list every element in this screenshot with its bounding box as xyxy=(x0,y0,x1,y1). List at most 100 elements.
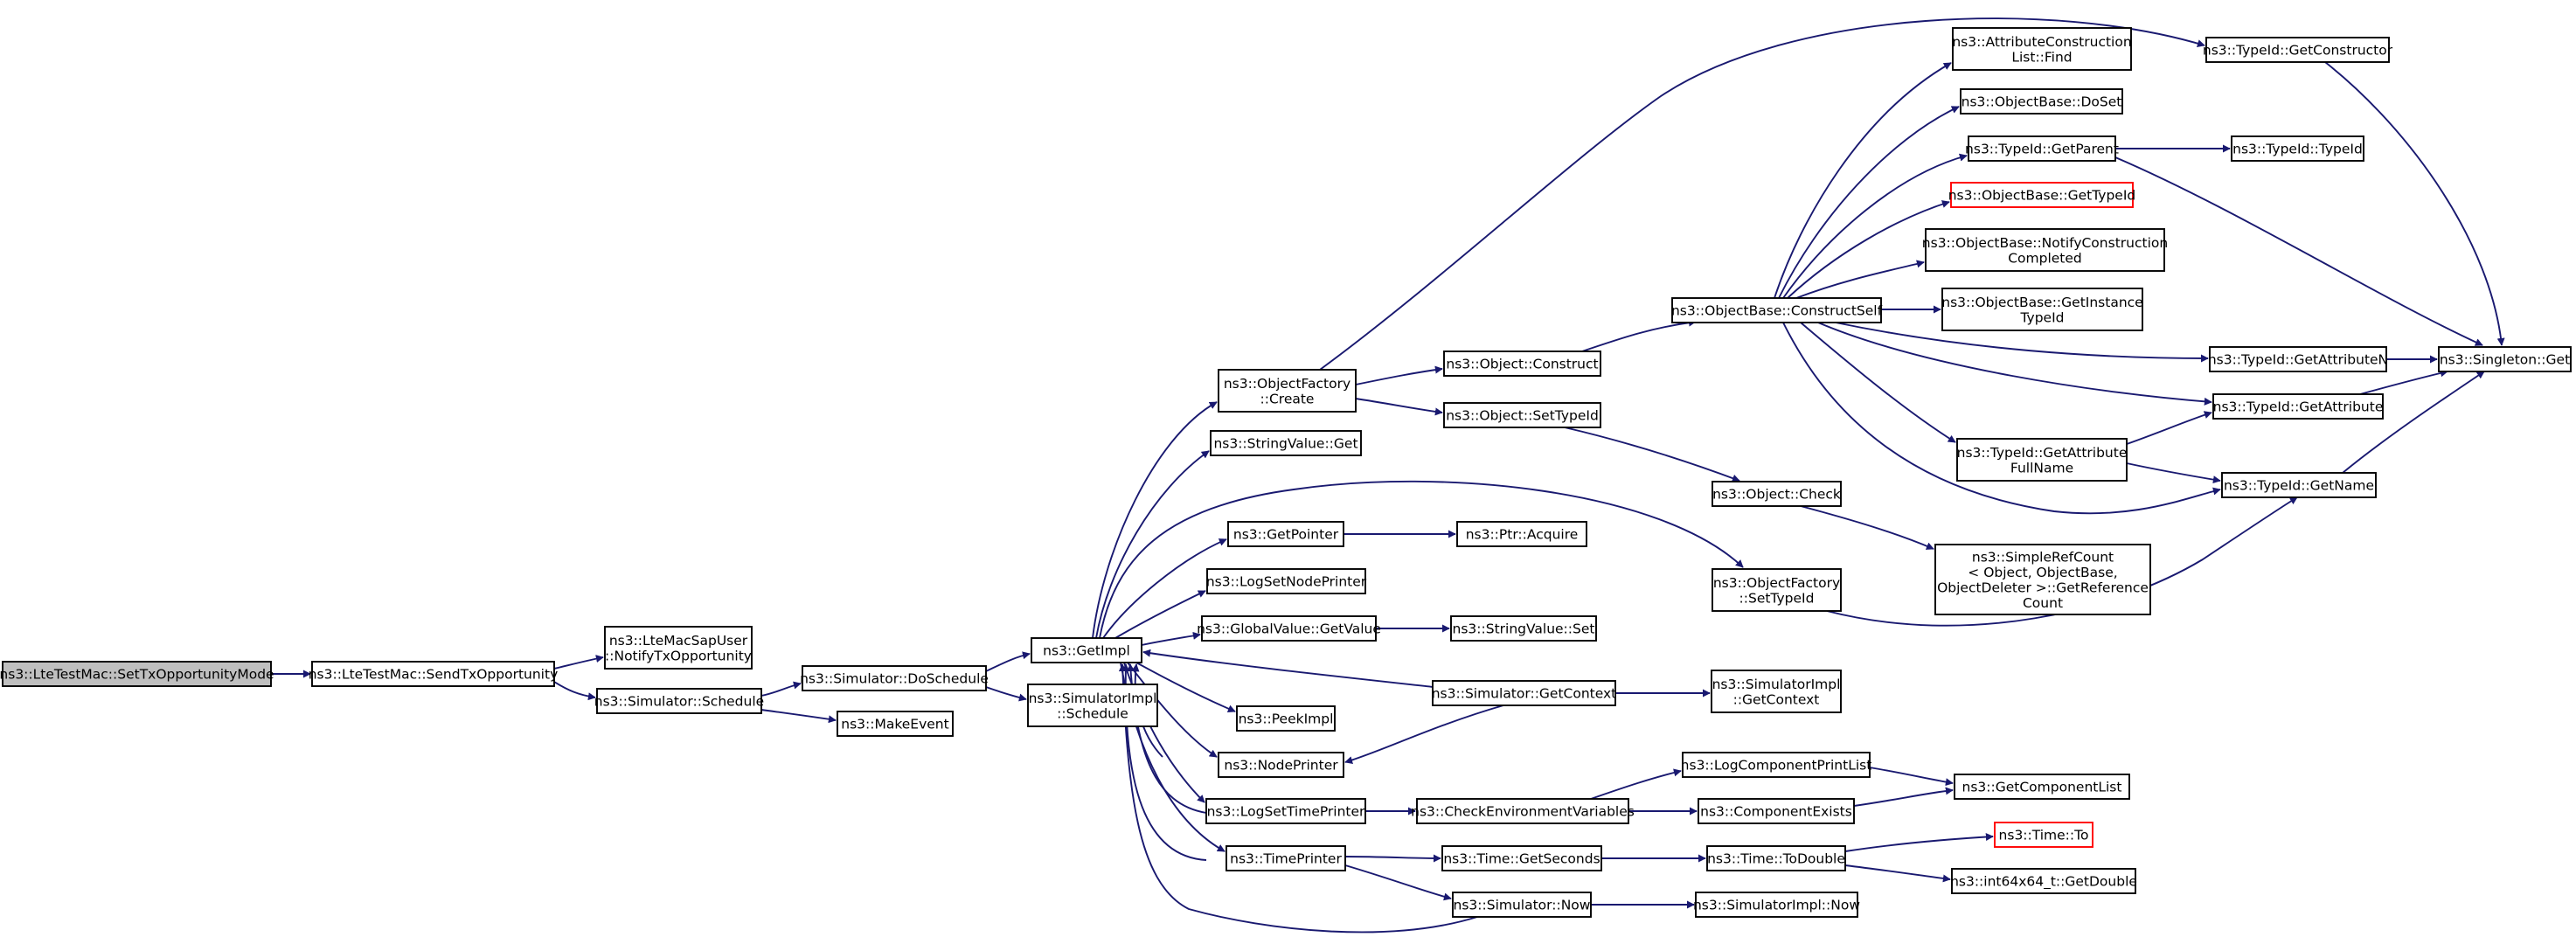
node-box xyxy=(1031,637,1142,663)
node-label: ObjectDeleter >::GetReference xyxy=(1937,580,2149,595)
node-label: ns3::TypeId::GetName xyxy=(2224,478,2374,494)
call-edge-todouble-to-timeto xyxy=(1844,832,1994,852)
node-label: ns3::Ptr::Acquire xyxy=(1466,527,1579,543)
node-label: ::Create xyxy=(1260,391,1315,406)
function-node-singleton[interactable]: ns3::Singleton::Get xyxy=(2438,346,2572,372)
function-node-objcheck[interactable]: ns3::Object::Check xyxy=(1712,481,1842,507)
function-node-getattrn[interactable]: ns3::TypeId::GetAttributeN xyxy=(2208,346,2388,372)
call-edge-getname-to-singleton xyxy=(2342,371,2485,474)
node-box xyxy=(1226,845,1346,871)
node-box xyxy=(1201,615,1377,642)
function-node-sendtx[interactable]: ns3::LteTestMac::SendTxOpportunity xyxy=(309,661,559,687)
call-edge-sendtx-to-notify xyxy=(553,655,604,670)
node-box xyxy=(1956,438,2128,482)
function-node-doset[interactable]: ns3::ObjectBase::DoSet xyxy=(1960,88,2123,115)
function-node-simimplsched[interactable]: ns3::SimulatorImpl::Schedule xyxy=(1027,684,1158,727)
function-node-sto[interactable]: ns3::LteTestMac::SetTxOpportunityMode xyxy=(0,661,274,687)
node-label: ns3::ObjectBase::DoSet xyxy=(1962,94,2122,110)
function-node-getname[interactable]: ns3::TypeId::GetName xyxy=(2221,472,2377,498)
call-edge-logcompprint-to-getcomplist xyxy=(1869,767,1954,787)
call-edge-doschedule-to-getimpl xyxy=(985,651,1031,672)
node-box xyxy=(1443,402,1601,428)
function-node-strget[interactable]: ns3::StringValue::Get xyxy=(1210,430,1362,456)
function-node-strset[interactable]: ns3::StringValue::Set xyxy=(1450,615,1597,642)
function-node-makeevent[interactable]: ns3::MakeEvent xyxy=(837,711,954,737)
node-box xyxy=(1950,182,2134,208)
node-box xyxy=(1671,297,1882,323)
call-edge-getimpl-to-peekimpl xyxy=(1135,662,1236,712)
node-label: ns3::GetPointer xyxy=(1233,527,1339,543)
function-node-getpointer[interactable]: ns3::GetPointer xyxy=(1227,521,1344,547)
function-node-doschedule[interactable]: ns3::Simulator::DoSchedule xyxy=(800,665,989,691)
function-node-int64[interactable]: ns3::int64x64_t::GetDouble xyxy=(1950,868,2137,894)
node-label: ns3::GlobalValue::GetValue xyxy=(1197,621,1381,637)
function-node-obgettypeid[interactable]: ns3::ObjectBase::GetTypeId xyxy=(1948,182,2136,208)
node-box xyxy=(1432,680,1616,706)
node-box xyxy=(2221,472,2377,498)
function-node-typeid[interactable]: ns3::TypeId::TypeId xyxy=(2231,135,2364,162)
function-node-getparent[interactable]: ns3::TypeId::GetParent xyxy=(1965,135,2119,162)
function-node-ptracquire[interactable]: ns3::Ptr::Acquire xyxy=(1456,521,1587,547)
function-node-getconstructor[interactable]: ns3::TypeId::GetConstructor xyxy=(2203,37,2393,63)
function-node-schedule[interactable]: ns3::Simulator::Schedule xyxy=(594,688,764,714)
node-box xyxy=(2205,37,2390,63)
function-node-objsettypeid[interactable]: ns3::Object::SetTypeId xyxy=(1443,402,1601,428)
node-box xyxy=(1954,774,2130,800)
node-label: ns3::MakeEvent xyxy=(841,717,948,732)
node-box xyxy=(311,661,555,687)
node-box xyxy=(1027,684,1158,727)
function-node-logsettime[interactable]: ns3::LogSetTimePrinter xyxy=(1205,798,1366,824)
call-edge-timeprinter-to-getseconds xyxy=(1344,854,1441,863)
function-node-constructself[interactable]: ns3::ObjectBase::ConstructSelf xyxy=(1671,297,1883,323)
call-edge-getimpl-to-getpointer xyxy=(1102,538,1227,639)
node-box xyxy=(1951,868,2136,894)
node-label: < Object, ObjectBase, xyxy=(1968,565,2117,580)
node-label: ns3::ComponentExists xyxy=(1700,804,1852,820)
function-node-todouble[interactable]: ns3::Time::ToDouble xyxy=(1706,845,1846,871)
node-label: ns3::LteTestMac::SendTxOpportunity xyxy=(309,667,559,683)
function-node-checkenv[interactable]: ns3::CheckEnvironmentVariables xyxy=(1411,798,1635,824)
function-node-simimplgetctx[interactable]: ns3::SimulatorImpl::GetContext xyxy=(1711,670,1842,713)
node-box xyxy=(1712,481,1842,507)
node-label: ns3::StringValue::Set xyxy=(1453,621,1595,637)
node-box xyxy=(1218,369,1357,413)
node-label: ns3::Simulator::GetContext xyxy=(1432,686,1617,702)
function-node-compexists[interactable]: ns3::ComponentExists xyxy=(1698,798,1855,824)
node-label: ns3::TypeId::GetAttributeN xyxy=(2208,352,2388,368)
function-node-notify[interactable]: ns3::LteMacSapUser::NotifyTxOpportunity xyxy=(604,626,753,670)
node-label: ns3::TypeId::GetAttribute xyxy=(1957,445,2128,461)
node-label: ns3::LteTestMac::SetTxOpportunityMode xyxy=(0,667,274,683)
node-label: ns3::Time::To xyxy=(1999,828,2089,843)
function-node-logcompprint[interactable]: ns3::LogComponentPrintList xyxy=(1681,752,1872,778)
function-node-getseconds[interactable]: ns3::Time::GetSeconds xyxy=(1441,845,1602,871)
node-label: ns3::int64x64_t::GetDouble xyxy=(1950,874,2137,891)
function-node-nodeprinter[interactable]: ns3::NodePrinter xyxy=(1218,752,1344,778)
call-edge-simgetctx-to-getimpl xyxy=(1142,649,1434,688)
function-node-simgetctx[interactable]: ns3::Simulator::GetContext xyxy=(1432,680,1617,706)
function-node-logsetnode[interactable]: ns3::LogSetNodePrinter xyxy=(1206,568,1367,594)
function-node-ofcreate[interactable]: ns3::ObjectFactory::Create xyxy=(1218,369,1357,413)
node-box xyxy=(1227,521,1344,547)
function-node-getattribute[interactable]: ns3::TypeId::GetAttribute xyxy=(2212,393,2384,420)
function-node-srcgetref[interactable]: ns3::SimpleRefCount< Object, ObjectBase,… xyxy=(1934,544,2151,615)
call-edge-objcheck-to-srcgetref xyxy=(1800,505,1934,550)
function-node-gvgetvalue[interactable]: ns3::GlobalValue::GetValue xyxy=(1197,615,1381,642)
function-node-ofsettypeid[interactable]: ns3::ObjectFactory::SetTypeId xyxy=(1712,568,1842,612)
call-edge-getattrfull-to-getname xyxy=(2126,462,2221,484)
function-node-simnow[interactable]: ns3::Simulator::Now xyxy=(1452,892,1592,918)
function-node-getimpl[interactable]: ns3::GetImpl xyxy=(1031,637,1142,663)
node-box xyxy=(837,711,954,737)
node-box xyxy=(2209,346,2387,372)
function-node-timeprinter[interactable]: ns3::TimePrinter xyxy=(1226,845,1346,871)
node-label: ns3::SimulatorImpl xyxy=(1029,691,1157,706)
function-node-simimplnow[interactable]: ns3::SimulatorImpl::Now xyxy=(1693,892,1860,918)
function-node-timeto[interactable]: ns3::Time::To xyxy=(1994,822,2093,848)
function-node-objconstruct[interactable]: ns3::Object::Construct xyxy=(1443,351,1601,377)
function-node-peekimpl[interactable]: ns3::PeekImpl xyxy=(1236,705,1336,732)
node-box xyxy=(2231,135,2364,162)
function-node-getcomplist[interactable]: ns3::GetComponentList xyxy=(1954,774,2130,800)
function-node-notifycc[interactable]: ns3::ObjectBase::NotifyConstructionCompl… xyxy=(1922,228,2168,272)
